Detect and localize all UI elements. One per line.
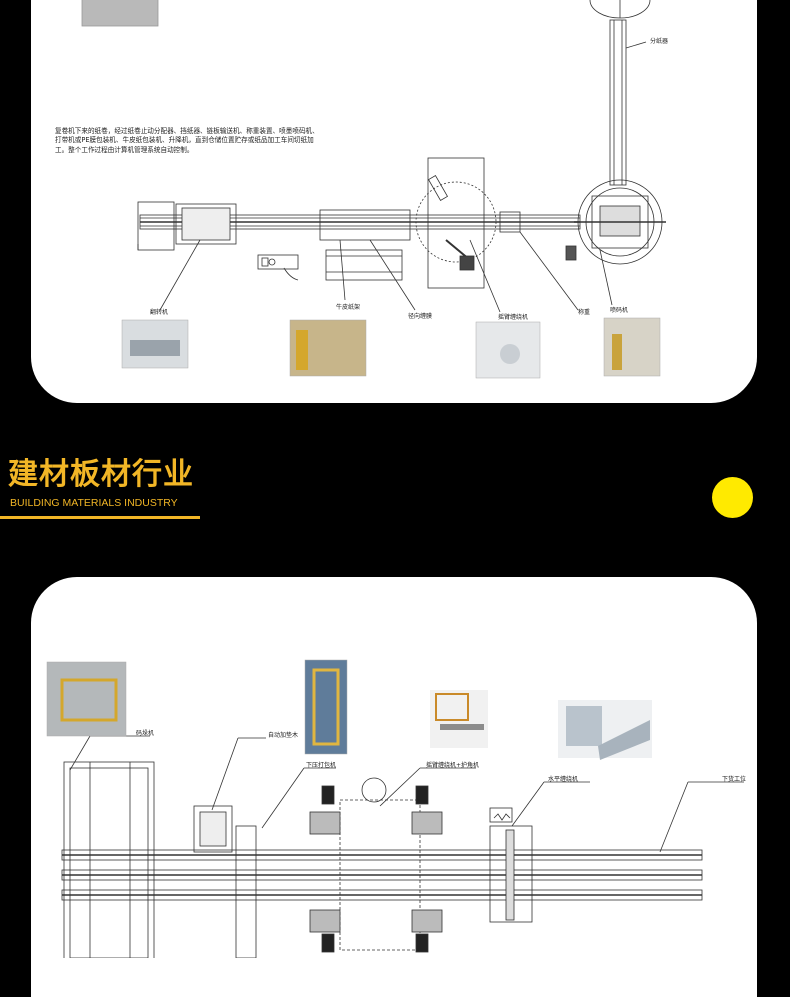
section-underline bbox=[0, 516, 200, 519]
label-auto-wood-feeder: 自动加垫木 bbox=[268, 732, 299, 739]
label-swing-arm-wrapper: 摇臂缠绕机 bbox=[498, 314, 529, 321]
label-unloading-station: 下货工位 bbox=[722, 776, 747, 783]
label-radial-wrapping: 径向缠膜 bbox=[408, 313, 433, 320]
section-title: 建材板材行业 bbox=[8, 457, 194, 492]
label-stacker: 码垛机 bbox=[136, 730, 155, 737]
label-horizontal-wrapper: 水平缠绕机 bbox=[548, 776, 579, 783]
decorative-dot bbox=[712, 477, 753, 518]
section-subtitle: BUILDING MATERIALS INDUSTRY bbox=[10, 497, 178, 509]
label-swing-wrap-corner: 摇臂缠绕机+护角机 bbox=[426, 762, 480, 769]
label-splitter: 分纸器 bbox=[650, 38, 669, 45]
label-weighing: 称重 bbox=[578, 309, 591, 316]
label-press-strapping: 下压打包机 bbox=[306, 762, 337, 769]
label-inkjet: 喷码机 bbox=[610, 307, 629, 314]
label-tipping-machine: 翻转机 bbox=[150, 309, 169, 316]
bottom-panel bbox=[31, 577, 757, 997]
process-description: 复卷机下来的纸卷，经过纸卷止动分配器、挡纸器、链板输送机、称重装置、喷墨喷码机、… bbox=[55, 127, 319, 154]
label-kraft-shelf: 牛皮纸架 bbox=[336, 304, 361, 311]
layout-drawing bbox=[46, 0, 744, 958]
